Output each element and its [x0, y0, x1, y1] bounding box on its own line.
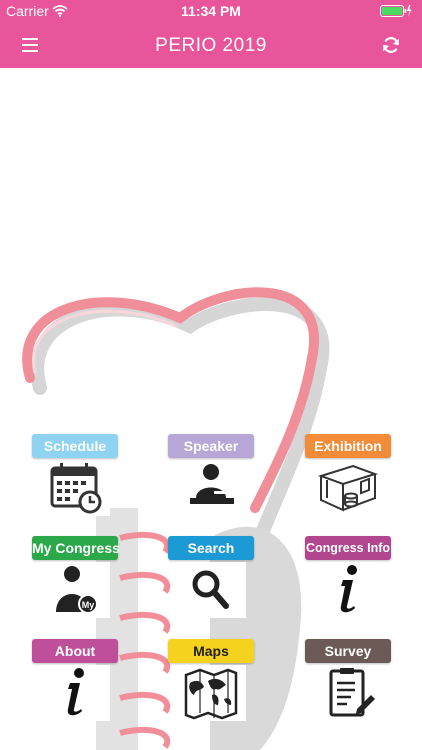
survey-clipboard-icon	[313, 665, 383, 721]
world-map-icon	[176, 665, 246, 721]
search-label: Search	[168, 536, 254, 560]
maps-tile[interactable]: Maps	[168, 639, 254, 729]
about-tile[interactable]: About	[32, 639, 118, 729]
info-icon	[313, 562, 383, 618]
clock-time: 11:34 PM	[181, 3, 241, 19]
about-label: About	[32, 639, 118, 663]
my-congress-label: My Congress	[32, 536, 120, 560]
speaker-tile[interactable]: Speaker	[168, 434, 254, 524]
search-tile[interactable]: Search	[168, 536, 254, 626]
search-magnifier-icon	[176, 562, 246, 618]
calendar-clock-icon	[40, 460, 110, 516]
schedule-label: Schedule	[32, 434, 118, 458]
exhibition-tile[interactable]: Exhibition	[305, 434, 391, 524]
maps-label: Maps	[168, 639, 254, 663]
speaker-label: Speaker	[168, 434, 254, 458]
speaker-podium-icon	[176, 460, 246, 516]
survey-tile[interactable]: Survey	[305, 639, 391, 729]
hamburger-menu-icon[interactable]	[20, 36, 42, 54]
status-bar: Carrier 11:34 PM	[0, 0, 422, 22]
battery-icon	[380, 4, 412, 18]
info-icon	[40, 665, 110, 721]
svg-text:My: My	[82, 600, 95, 610]
wifi-icon	[52, 4, 68, 20]
my-congress-tile[interactable]: My Congress My	[32, 536, 120, 626]
congress-info-label: Congress Info	[305, 536, 391, 560]
nav-bar: PERIO 2019	[0, 22, 422, 68]
exhibition-label: Exhibition	[305, 434, 391, 458]
carrier-label: Carrier	[6, 3, 49, 19]
my-user-icon: My	[40, 562, 110, 618]
page-title: PERIO 2019	[155, 35, 267, 56]
congress-info-tile[interactable]: Congress Info	[305, 536, 391, 626]
survey-label: Survey	[305, 639, 391, 663]
refresh-icon[interactable]	[380, 34, 402, 56]
schedule-tile[interactable]: Schedule	[32, 434, 118, 524]
exhibition-booth-icon	[313, 460, 383, 516]
